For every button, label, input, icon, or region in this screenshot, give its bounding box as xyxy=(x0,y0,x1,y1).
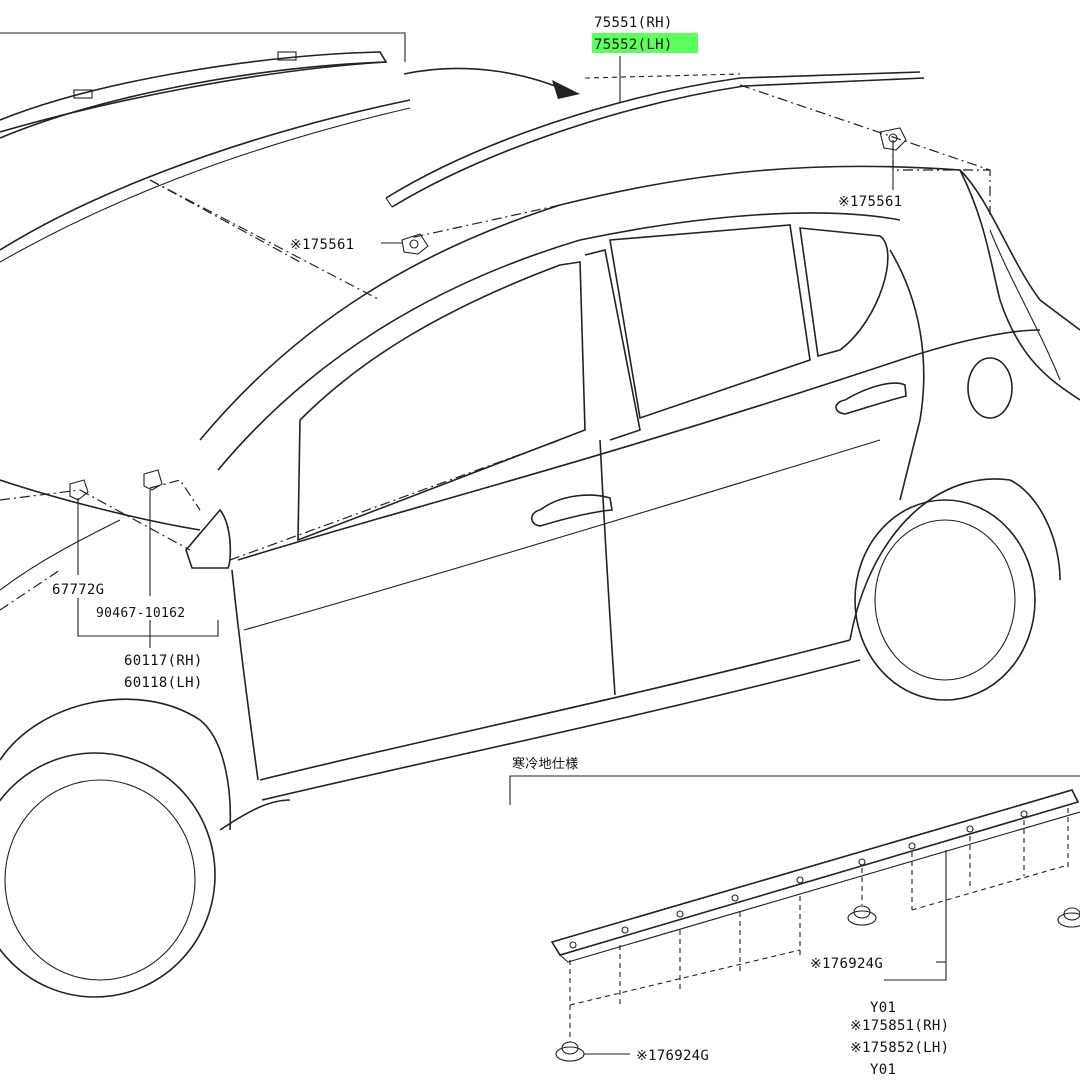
direction-arrow xyxy=(403,67,580,99)
leader-y01 xyxy=(884,850,947,981)
leader-bracket-top xyxy=(0,32,406,62)
label-y01-a: Y01 xyxy=(870,1000,896,1016)
label-76924g-upper: ※176924G xyxy=(810,956,883,972)
clip-75561-front xyxy=(401,233,429,255)
rocker-molding xyxy=(509,775,1080,1042)
label-clip-75561-front: ※175561 xyxy=(290,237,354,253)
label-60118-lh: 60118(LH) xyxy=(124,675,203,691)
label-60117-rh: 60117(RH) xyxy=(124,653,203,669)
car-body-outline xyxy=(0,165,1080,998)
label-90467-10162: 90467-10162 xyxy=(96,606,185,621)
screw-90467 xyxy=(143,469,163,491)
label-75851-rh: ※175851(RH) xyxy=(850,1018,949,1034)
cold-spec-bracket xyxy=(509,775,1080,805)
highlight-75552 xyxy=(592,33,698,53)
label-cold-spec: 寒冷地仕様 xyxy=(512,756,579,772)
clip-75561-rear xyxy=(879,127,907,151)
clip-76924g-lower xyxy=(555,1041,585,1062)
label-67772g: 67772G xyxy=(52,582,104,598)
label-75551-rh: 75551(RH) xyxy=(594,15,673,31)
clip-67772g xyxy=(69,479,89,501)
label-76924g-lower: ※176924G xyxy=(636,1048,709,1064)
roof-drip-molding-right xyxy=(385,71,925,208)
label-clip-75561-rear: ※175561 xyxy=(838,194,902,210)
clip-76924g-right xyxy=(1057,907,1080,928)
label-y01-b: Y01 xyxy=(870,1062,896,1078)
leader-lines xyxy=(0,84,991,611)
mirror-part-bracket xyxy=(77,490,219,648)
clip-76924g-upper xyxy=(847,905,877,926)
roof-drip-molding-left xyxy=(0,51,411,263)
label-75852-lh: ※175852(LH) xyxy=(850,1040,949,1056)
label-75552-lh: 75552(LH) xyxy=(594,37,673,53)
